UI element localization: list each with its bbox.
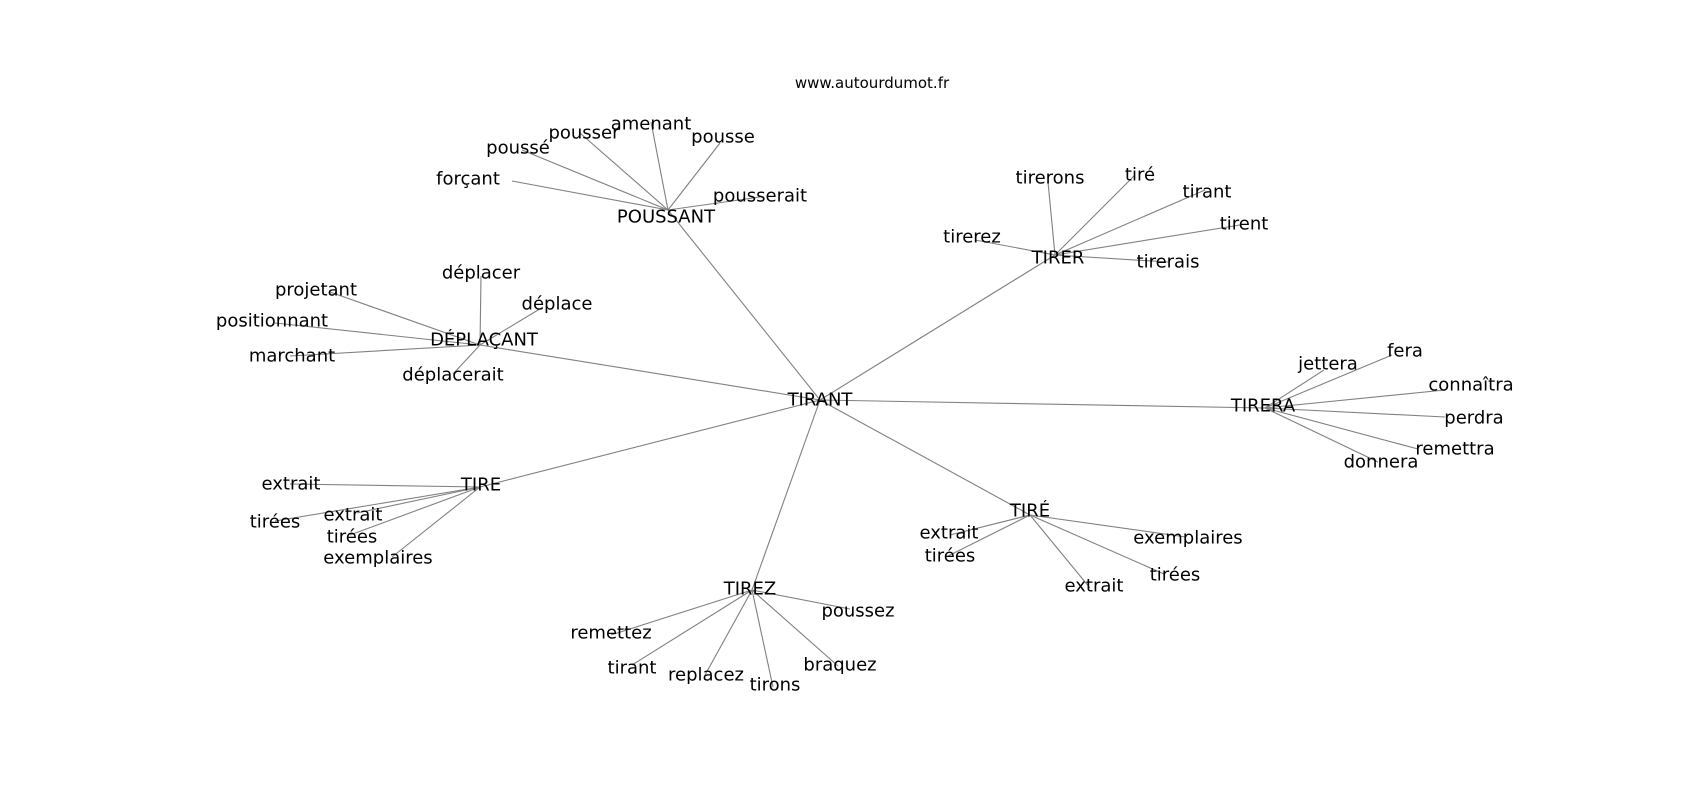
edge-tirant-poussant <box>667 209 821 401</box>
edge-tirez-tirant <box>631 589 753 666</box>
node-poussant[interactable]: POUSSANT <box>617 207 716 228</box>
leaf-donnera[interactable]: donnera <box>1344 452 1419 473</box>
edge-tirant-tirera <box>819 399 1266 409</box>
node-tirera[interactable]: TIRERA <box>1230 396 1296 417</box>
edge-tirera-remettra <box>1264 407 1419 450</box>
edge-tirant-tire <box>819 399 1031 516</box>
leaf-connaitra[interactable]: connaîtra <box>1428 375 1513 396</box>
leaf-tirant[interactable]: tirant <box>608 658 657 679</box>
edge-tire-tirees <box>1029 514 1165 575</box>
leaf-jettera[interactable]: jettera <box>1297 354 1358 375</box>
leaf-deplace[interactable]: déplace <box>522 294 593 315</box>
leaf-pousse[interactable]: poussé <box>486 138 550 159</box>
edge-deplacant-projetant <box>329 291 481 346</box>
leaf-deplacer[interactable]: déplacer <box>442 263 521 284</box>
edge-tirer-tirerez <box>974 239 1056 256</box>
leaf-extrait[interactable]: extrait <box>1065 576 1124 597</box>
leaf-perdra[interactable]: perdra <box>1444 408 1503 429</box>
edge-tirer-tirant <box>1054 189 1206 256</box>
edge-tirez-replacez <box>704 589 753 676</box>
edge-poussant-pousse <box>667 142 721 211</box>
edge-tire-extrait <box>356 486 481 514</box>
leaf-replacez[interactable]: replacez <box>668 665 744 686</box>
leaf-braquez[interactable]: braquez <box>803 655 876 676</box>
leaf-tirons[interactable]: tirons <box>750 675 801 696</box>
edge-tire-tirees <box>349 486 481 536</box>
leaf-tirees[interactable]: tirées <box>250 512 301 533</box>
edge-layer <box>274 121 1446 688</box>
leaf-tirees[interactable]: tirées <box>925 546 976 567</box>
leaf-tirerais[interactable]: tirerais <box>1137 252 1200 273</box>
edge-tirez-remettez <box>610 589 753 636</box>
node-tirez[interactable]: TIREZ <box>723 579 777 600</box>
leaf-exemplaires[interactable]: exemplaires <box>1133 528 1242 549</box>
leaf-marchant[interactable]: marchant <box>249 346 335 367</box>
edge-tirera-jettera <box>1264 369 1325 409</box>
leaf-projetant[interactable]: projetant <box>275 280 357 301</box>
edge-tirera-fera <box>1264 354 1393 409</box>
node-tirer[interactable]: TIRER <box>1031 248 1085 269</box>
leaf-amenant[interactable]: amenant <box>611 114 692 135</box>
leaf-tirerez[interactable]: tirerez <box>943 227 1001 248</box>
edge-poussant-pousser <box>579 132 669 211</box>
edge-tire-exemplaires <box>1029 514 1187 538</box>
edge-deplacant-marchant <box>289 344 481 357</box>
edge-tirera-donnera <box>1264 407 1379 463</box>
edge-deplacant-deplace <box>479 306 544 346</box>
edge-poussant-amenant <box>650 121 669 211</box>
leaf-remettez[interactable]: remettez <box>570 623 651 644</box>
edge-tirer-tirent <box>1054 224 1241 256</box>
edge-tirez-tirons <box>751 589 774 688</box>
edge-tirer-tirerons <box>1047 181 1056 256</box>
edge-tirant-deplacant <box>479 344 821 401</box>
leaf-tirerons[interactable]: tirerons <box>1016 168 1085 189</box>
leaf-tirees[interactable]: tirées <box>1150 565 1201 586</box>
leaf-pousser[interactable]: pousser <box>548 123 620 144</box>
leaf-extrait[interactable]: extrait <box>262 474 321 495</box>
edge-tirant-tirez <box>751 399 821 591</box>
edge-deplacant-positionnant <box>274 322 481 346</box>
edge-tirera-connaitra <box>1264 389 1446 409</box>
edge-tire-extrait <box>1029 514 1091 589</box>
edge-tirez-braquez <box>751 589 839 667</box>
edge-tire-tirees <box>947 514 1031 557</box>
leaf-extrait[interactable]: extrait <box>920 523 979 544</box>
leaf-pousserait[interactable]: pousserait <box>713 186 807 207</box>
edge-tirer-tirerais <box>1054 254 1169 263</box>
node-tire[interactable]: TIRÉ <box>1009 500 1050 522</box>
leaf-remettra[interactable]: remettra <box>1415 439 1494 460</box>
leaf-positionnant[interactable]: positionnant <box>216 311 328 332</box>
edge-tire-extrait <box>289 483 481 488</box>
edge-poussant-forcant <box>511 180 669 211</box>
leaf-tirent[interactable]: tirent <box>1220 214 1269 235</box>
node-deplacant[interactable]: DÉPLAÇANT <box>430 329 539 351</box>
leaf-pousse[interactable]: pousse <box>691 127 755 148</box>
edge-tire-exemplaires <box>391 486 481 558</box>
leaf-deplacerait[interactable]: déplacerait <box>402 365 503 386</box>
leaf-forcant[interactable]: forçant <box>436 169 500 190</box>
edge-tirant-tire <box>479 399 821 488</box>
site-url: www.autourdumot.fr <box>795 74 950 92</box>
edge-poussant-pousse <box>521 149 669 211</box>
leaf-tirant[interactable]: tirant <box>1183 182 1232 203</box>
node-tire[interactable]: TIRE <box>460 475 501 496</box>
leaf-poussez[interactable]: poussez <box>821 601 894 622</box>
edge-tirera-perdra <box>1264 407 1446 418</box>
leaf-exemplaires[interactable]: exemplaires <box>323 548 432 569</box>
leaf-tirees[interactable]: tirées <box>327 527 378 548</box>
leaf-tire[interactable]: tiré <box>1125 165 1155 186</box>
edge-poussant-pousserait <box>667 196 761 211</box>
edge-tire-tirees <box>274 486 481 522</box>
edge-tirez-poussez <box>751 589 851 610</box>
edge-tire-extrait <box>949 514 1031 536</box>
edge-tirer-tire <box>1054 174 1136 256</box>
leaf-fera[interactable]: fera <box>1387 341 1423 362</box>
leaf-extrait[interactable]: extrait <box>324 505 383 526</box>
edge-deplacant-deplacerait <box>452 344 481 375</box>
node-tirant[interactable]: TIRANT <box>787 390 854 411</box>
edge-tirant-tirer <box>819 254 1056 401</box>
edge-deplacant-deplacer <box>479 275 482 346</box>
